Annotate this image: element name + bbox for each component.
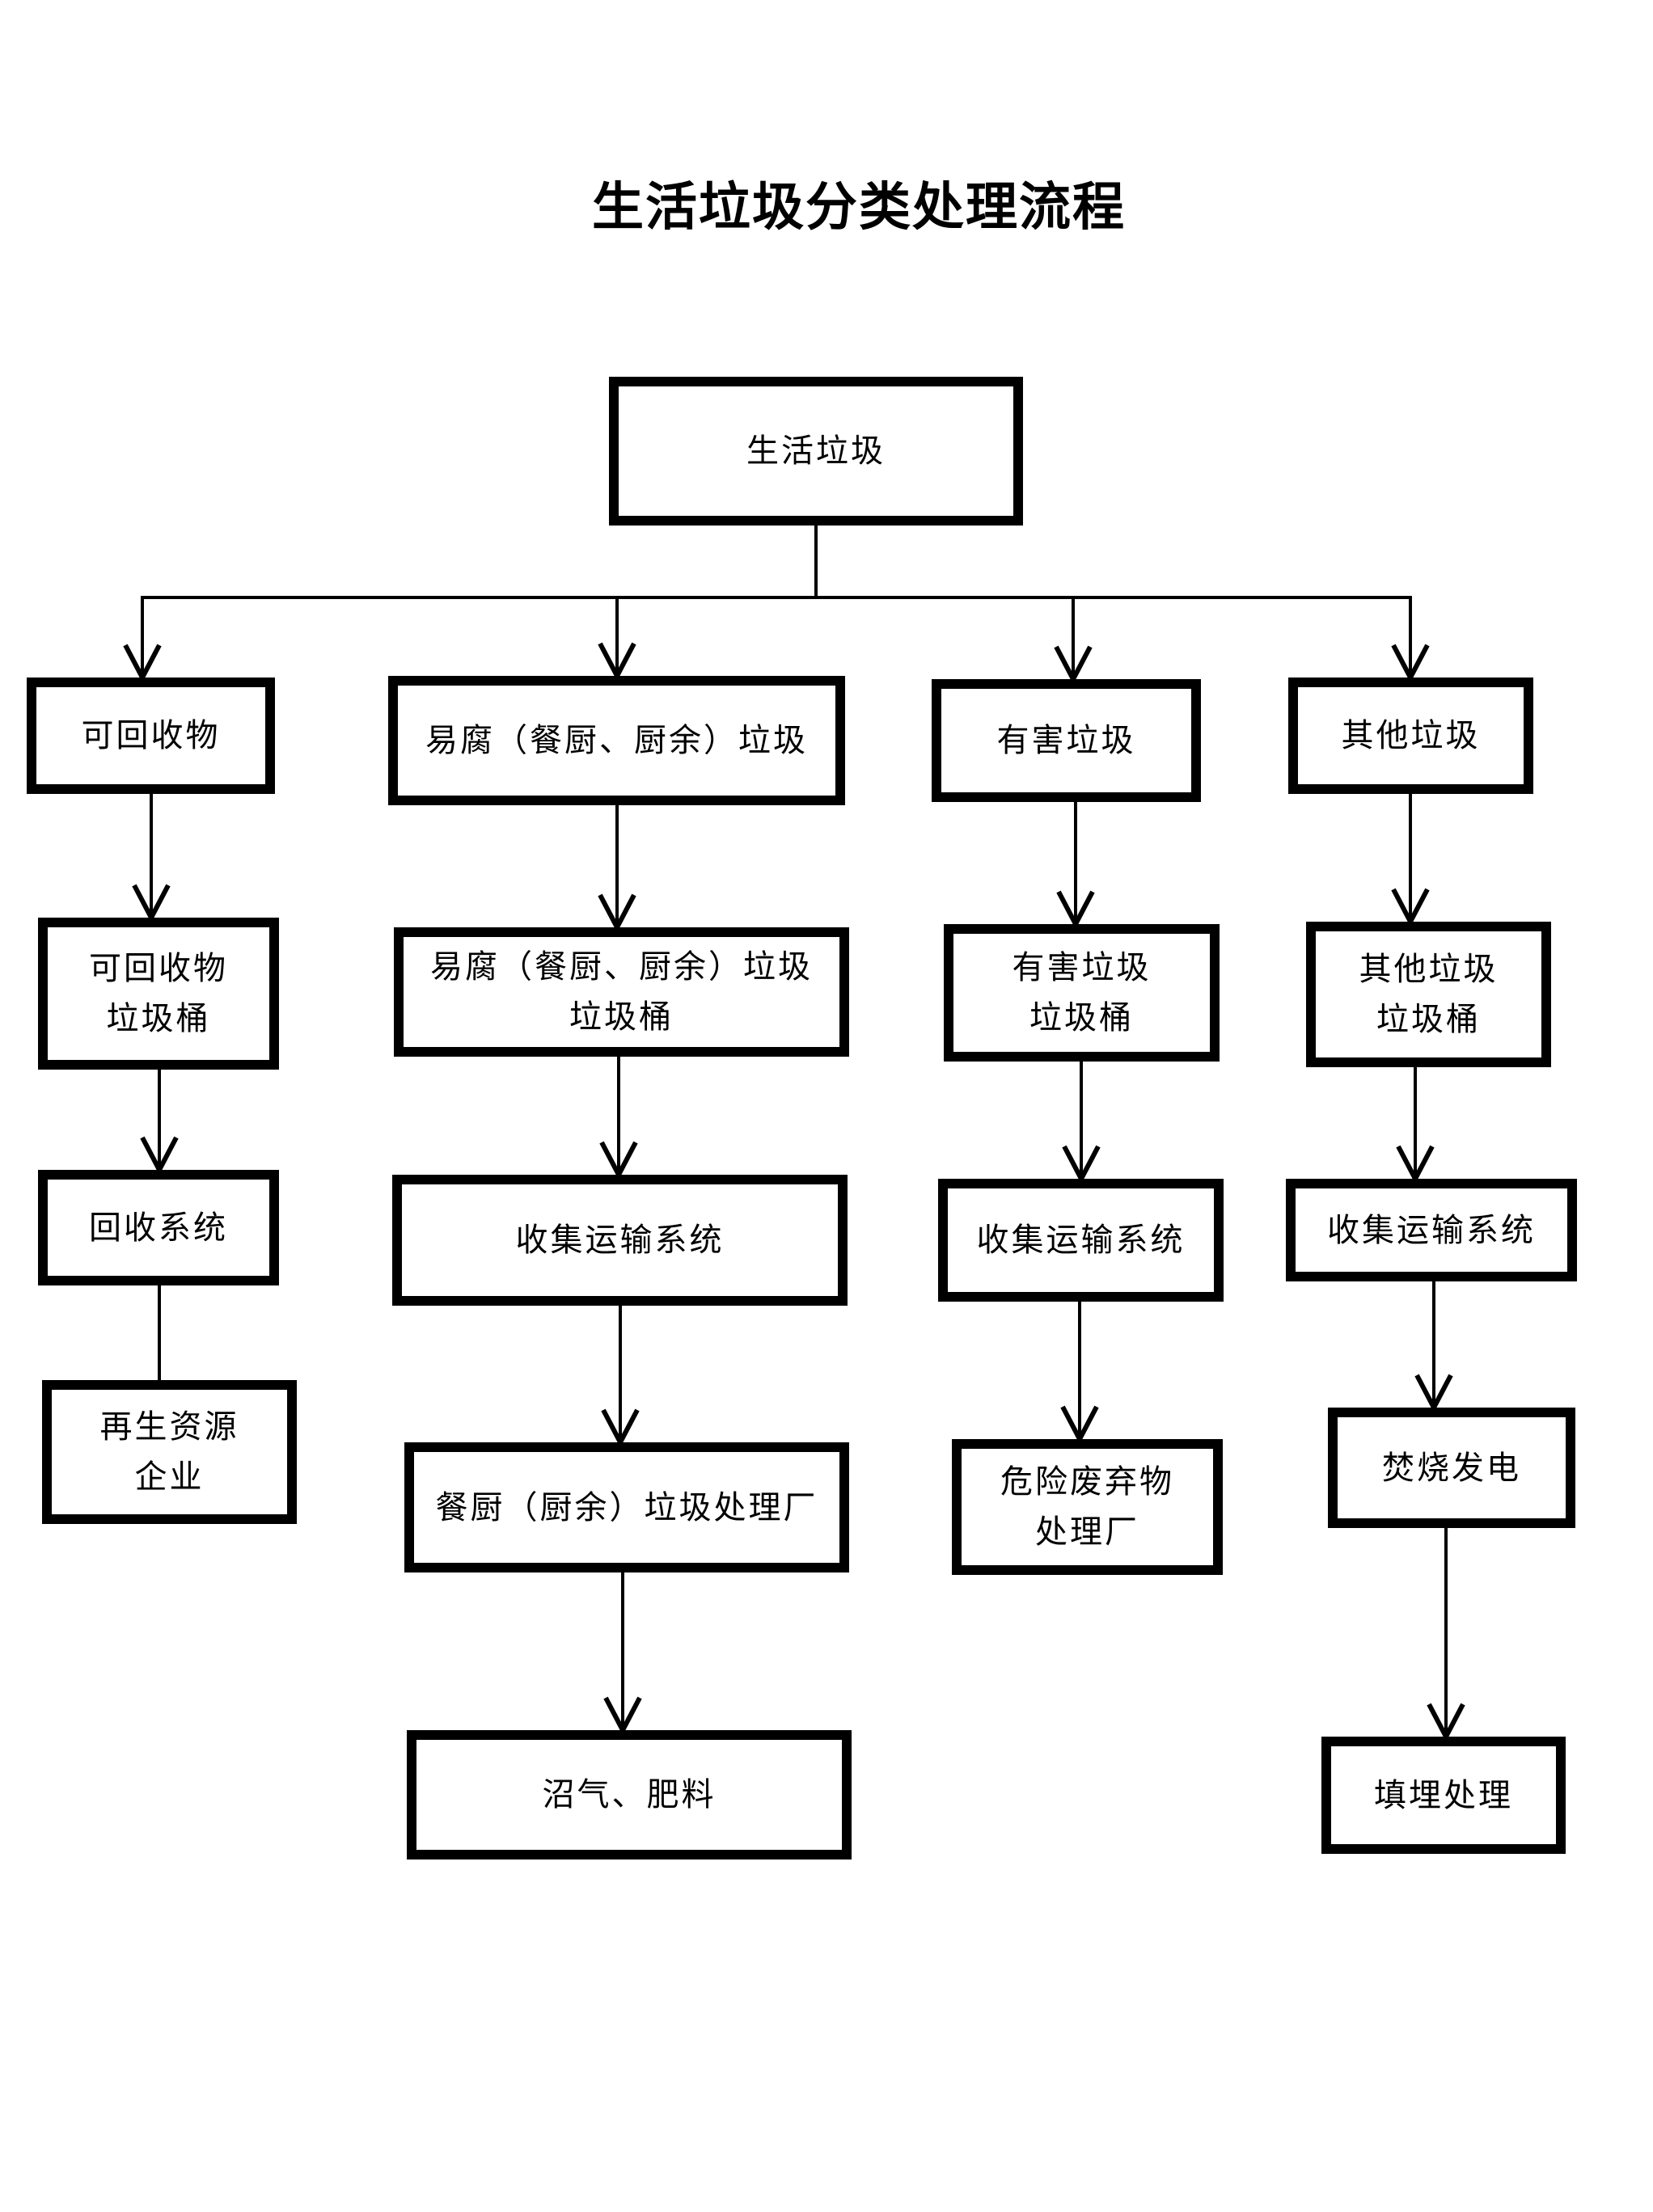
node-kitchen-waste-treatment-plant-label: 餐厨（厨余）垃圾处理厂 (435, 1488, 818, 1526)
node-landfill-treatment: 填埋处理 (1321, 1737, 1566, 1854)
node-other-waste-bin-label: 其他垃圾 垃圾桶 (1359, 951, 1499, 1037)
node-perishable-waste-label: 易腐（餐厨、厨余）垃圾 (425, 722, 808, 758)
node-other-waste-label: 其他垃圾 (1341, 717, 1481, 754)
node-incineration-power-generation-label: 焚烧发电 (1382, 1449, 1521, 1486)
node-collection-transport-other-label: 收集运输系统 (1327, 1211, 1536, 1248)
node-recyclables-label: 可回收物 (81, 717, 221, 754)
node-biogas-fertilizer: 沼气、肥料 (407, 1730, 852, 1860)
node-collection-transport-perishable-label: 收集运输系统 (515, 1222, 725, 1258)
node-hazardous-waste-treatment-plant: 危险废弃物 处理厂 (952, 1439, 1223, 1575)
node-other-waste: 其他垃圾 (1288, 678, 1533, 794)
node-incineration-power-generation: 焚烧发电 (1328, 1408, 1575, 1528)
node-biogas-fertilizer-label: 沼气、肥料 (542, 1776, 717, 1813)
node-hazardous-waste-bin-label: 有害垃圾 垃圾桶 (1012, 949, 1152, 1036)
node-renewable-resources-enterprise: 再生资源 企业 (42, 1380, 297, 1524)
node-recycling-system-label: 回收系统 (89, 1209, 228, 1246)
node-hazardous-waste-label: 有害垃圾 (996, 722, 1136, 758)
page-title: 生活垃圾分类处理流程 (592, 178, 1126, 236)
node-hazardous-waste-treatment-plant-label: 危险废弃物 处理厂 (1000, 1463, 1174, 1550)
node-domestic-waste-label: 生活垃圾 (746, 433, 886, 469)
node-renewable-resources-enterprise-label: 再生资源 企业 (99, 1408, 239, 1495)
node-perishable-waste-bin-label: 易腐（餐厨、厨余）垃圾 垃圾桶 (430, 948, 813, 1035)
node-landfill-treatment-label: 填埋处理 (1374, 1776, 1513, 1813)
node-perishable-waste-bin: 易腐（餐厨、厨余）垃圾 垃圾桶 (394, 927, 849, 1057)
node-hazardous-waste-bin: 有害垃圾 垃圾桶 (944, 924, 1220, 1062)
node-recyclables: 可回收物 (27, 678, 275, 794)
node-collection-transport-perishable: 收集运输系统 (392, 1175, 848, 1306)
node-other-waste-bin: 其他垃圾 垃圾桶 (1306, 922, 1551, 1067)
node-hazardous-waste: 有害垃圾 (932, 679, 1201, 802)
node-recyclables-bin-label: 可回收物 垃圾桶 (89, 950, 228, 1036)
node-domestic-waste: 生活垃圾 (609, 377, 1023, 526)
node-collection-transport-other: 收集运输系统 (1286, 1179, 1577, 1281)
node-collection-transport-hazardous: 收集运输系统 (938, 1179, 1224, 1302)
node-collection-transport-hazardous-label: 收集运输系统 (976, 1222, 1186, 1258)
node-recycling-system: 回收系统 (38, 1170, 279, 1285)
node-perishable-waste: 易腐（餐厨、厨余）垃圾 (388, 676, 845, 805)
node-recyclables-bin: 可回收物 垃圾桶 (38, 918, 279, 1070)
node-kitchen-waste-treatment-plant: 餐厨（厨余）垃圾处理厂 (404, 1442, 849, 1572)
